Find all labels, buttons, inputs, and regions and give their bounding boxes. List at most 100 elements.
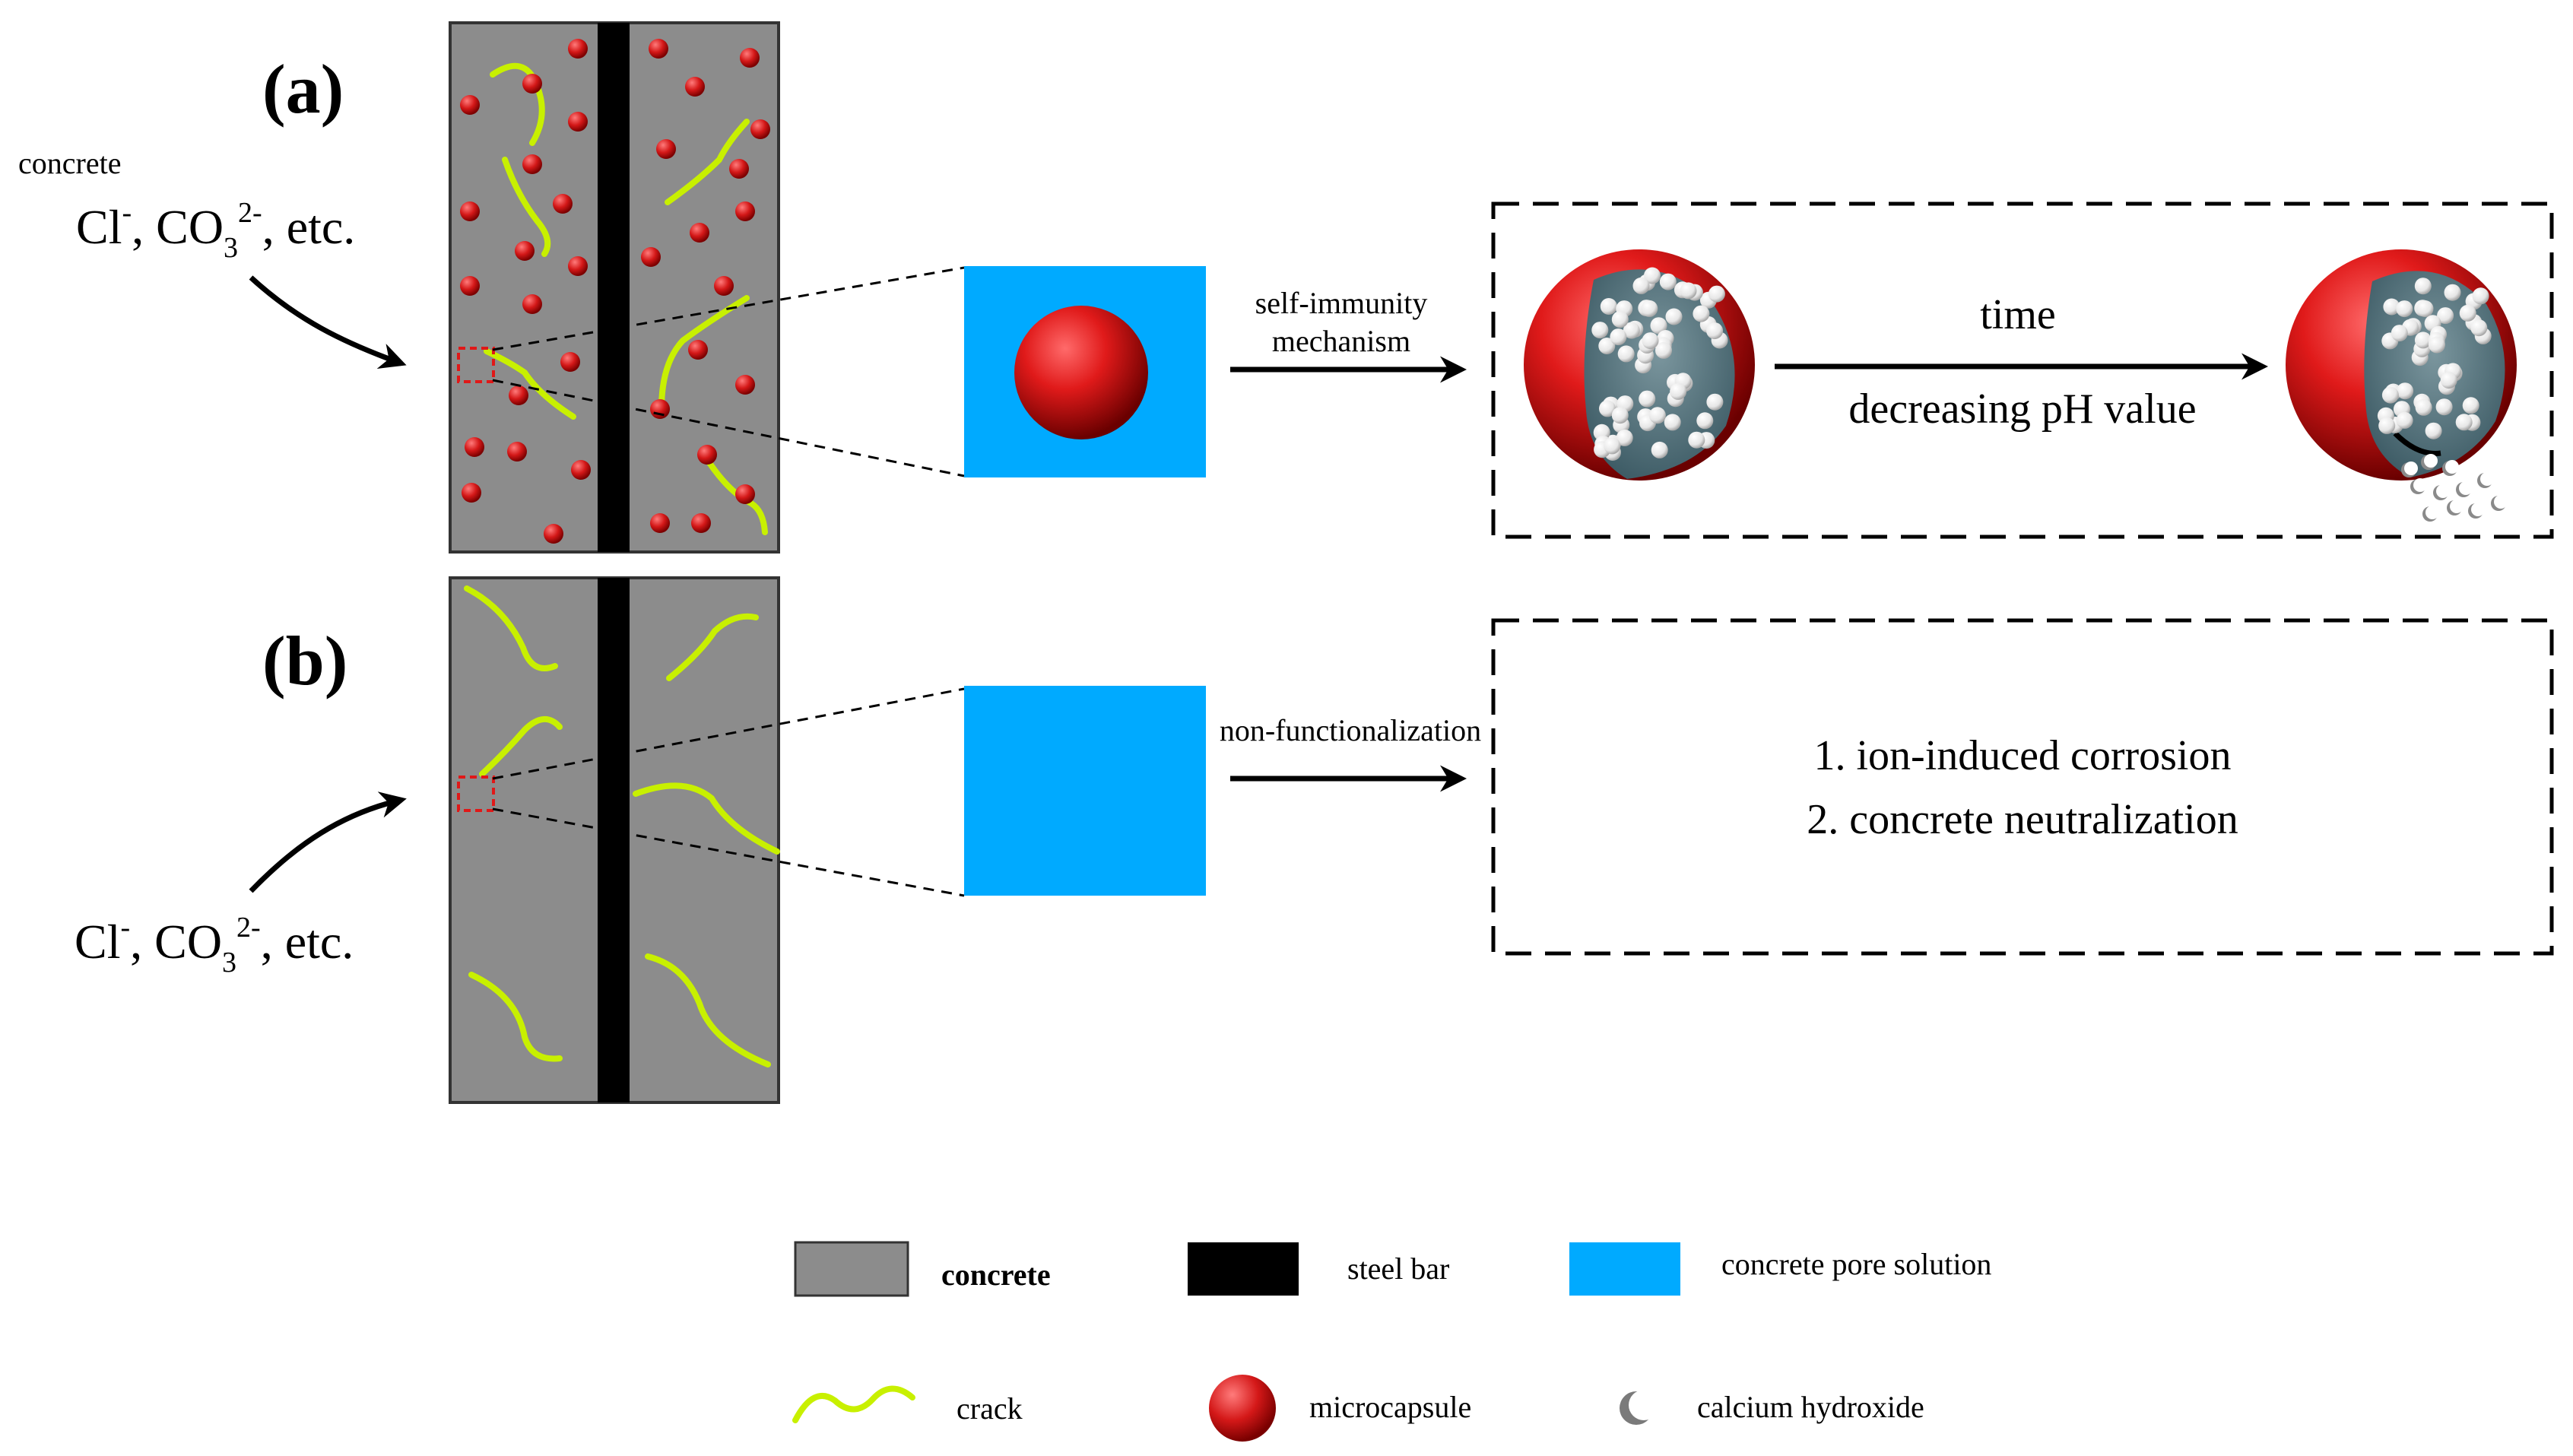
calcium-hydroxide-particle bbox=[1623, 322, 1640, 339]
microcapsule-dots bbox=[460, 39, 770, 544]
crack bbox=[468, 972, 563, 1062]
legend-crack-label: crack bbox=[957, 1391, 1023, 1426]
microcapsule-dot bbox=[641, 247, 661, 267]
pore-solution-box bbox=[964, 686, 1206, 896]
calcium-hydroxide-particle bbox=[2470, 319, 2488, 337]
calcium-hydroxide-particle bbox=[1664, 414, 1681, 431]
microcapsule-dot bbox=[460, 95, 480, 115]
microcapsule-dot bbox=[568, 39, 588, 59]
released-particle bbox=[2404, 462, 2418, 475]
self-immunity-label: self-immunity bbox=[1255, 286, 1428, 320]
capsule-released bbox=[2286, 249, 2517, 522]
zoom-line-top bbox=[492, 687, 965, 780]
capsule-intact bbox=[1524, 249, 1755, 481]
calcium-hydroxide-particle bbox=[1611, 407, 1629, 424]
microcapsule-dot bbox=[544, 524, 563, 544]
panel-b-result-box bbox=[1491, 618, 2554, 956]
calcium-hydroxide-particle bbox=[2425, 422, 2442, 439]
microcapsule-dot bbox=[697, 445, 717, 465]
zoom-marker bbox=[457, 347, 495, 383]
calcium-hydroxide-particle bbox=[2397, 382, 2414, 400]
calcium-hydroxide-particle bbox=[1696, 412, 1714, 430]
calcium-hydroxide-particle bbox=[1648, 407, 1666, 424]
microcapsule-dot bbox=[691, 513, 711, 533]
calcium-hydroxide-particle bbox=[2415, 398, 2432, 416]
non-functionalization-label: non-functionalization bbox=[1220, 713, 1481, 747]
pearls-group bbox=[1591, 267, 1728, 461]
microcapsule-dot bbox=[509, 385, 528, 405]
legend-steel-label: steel bar bbox=[1347, 1251, 1449, 1286]
calcium-hydroxide-particle bbox=[1617, 345, 1635, 363]
panel-a-ion-label: Cl-, CO32-, etc. bbox=[76, 197, 355, 264]
calcium-hydroxide-particle bbox=[2437, 307, 2454, 325]
calcium-hydroxide-particle bbox=[1611, 311, 1629, 328]
calcium-hydroxide-particle bbox=[1670, 382, 1687, 400]
calcium-hydroxide-particle bbox=[2472, 287, 2489, 305]
released-particle bbox=[2494, 495, 2508, 509]
calcium-hydroxide-particle bbox=[1665, 308, 1683, 325]
released-particle bbox=[2436, 484, 2450, 498]
panel-a-concrete-label: concrete bbox=[18, 146, 121, 180]
released-particle bbox=[2450, 500, 2464, 513]
microcapsule-dot bbox=[750, 119, 770, 139]
legend-crack-swatch bbox=[792, 1385, 915, 1423]
microcapsule-dot bbox=[649, 39, 668, 59]
panel-a-label: (a) bbox=[262, 50, 344, 128]
calcium-hydroxide-particle bbox=[2396, 300, 2413, 318]
decreasing-ph-label: decreasing pH value bbox=[1848, 385, 2196, 433]
crack bbox=[665, 119, 750, 205]
svg-text:Cl-, CO32-, etc.: Cl-, CO32-, etc. bbox=[76, 197, 355, 264]
result-line-1: 1. ion-induced corrosion bbox=[1814, 732, 2232, 779]
calcium-hydroxide-particle bbox=[1604, 437, 1621, 455]
microcapsule-dot bbox=[568, 256, 588, 276]
ion-cl-sup: - bbox=[122, 197, 132, 229]
microcapsule-dot bbox=[656, 139, 676, 159]
panel-b-ingress-arrow bbox=[249, 791, 407, 893]
microcapsule-dot bbox=[460, 276, 480, 296]
microcapsule-dot bbox=[735, 375, 755, 395]
released-particle bbox=[2480, 472, 2494, 486]
microcapsule-dot bbox=[735, 201, 755, 221]
microcapsule-dot bbox=[650, 399, 670, 419]
calcium-hydroxide-particle bbox=[1599, 400, 1616, 417]
released-particle bbox=[2424, 454, 2438, 468]
legend-pore-label: concrete pore solution bbox=[1721, 1247, 1991, 1281]
ion-cl: Cl bbox=[76, 200, 122, 254]
panel-a-result-box bbox=[1491, 201, 2554, 539]
microcapsule-dot bbox=[462, 483, 481, 503]
ion-co-sub: 3 bbox=[224, 232, 238, 264]
panel-b-ion-label: Cl-, CO32-, etc. bbox=[75, 912, 354, 979]
crack bbox=[666, 613, 759, 681]
microcapsule-dot bbox=[568, 112, 588, 132]
microcapsule-dot bbox=[522, 154, 542, 174]
crack bbox=[633, 782, 780, 855]
calcium-hydroxide-particle bbox=[2428, 336, 2445, 354]
microcapsule-dot bbox=[515, 241, 535, 261]
crack bbox=[645, 953, 771, 1067]
calcium-hydroxide-particle bbox=[1632, 277, 1650, 294]
ion-cl: Cl bbox=[75, 915, 120, 969]
calcium-hydroxide-particle bbox=[1642, 332, 1659, 350]
microcapsule-dot bbox=[688, 340, 708, 360]
ion-tail: , etc. bbox=[262, 200, 356, 254]
calcium-hydroxide-particle bbox=[2414, 331, 2432, 349]
microcapsule-dot bbox=[729, 159, 749, 179]
calcium-hydroxide-particle bbox=[2414, 278, 2432, 295]
released-particle bbox=[2425, 506, 2439, 519]
microcapsule-dot bbox=[522, 74, 542, 94]
zoom-marker bbox=[457, 776, 495, 812]
ion-co-sup: 2- bbox=[238, 197, 262, 229]
legend-steel-swatch bbox=[1188, 1242, 1299, 1296]
released-particle bbox=[2459, 481, 2473, 495]
released-calcium-hydroxide bbox=[2401, 454, 2508, 522]
microcapsule-dot bbox=[522, 294, 542, 314]
microcapsule-dot bbox=[690, 223, 709, 243]
calcium-hydroxide-particle bbox=[1650, 317, 1667, 335]
legend-concrete-swatch bbox=[794, 1241, 909, 1297]
calcium-hydroxide-particle bbox=[1706, 393, 1724, 411]
calcium-hydroxide-particle bbox=[1706, 322, 1724, 340]
microcapsule-dot bbox=[650, 513, 670, 533]
panel-a-concrete-block bbox=[449, 21, 780, 554]
crack bbox=[701, 452, 768, 535]
